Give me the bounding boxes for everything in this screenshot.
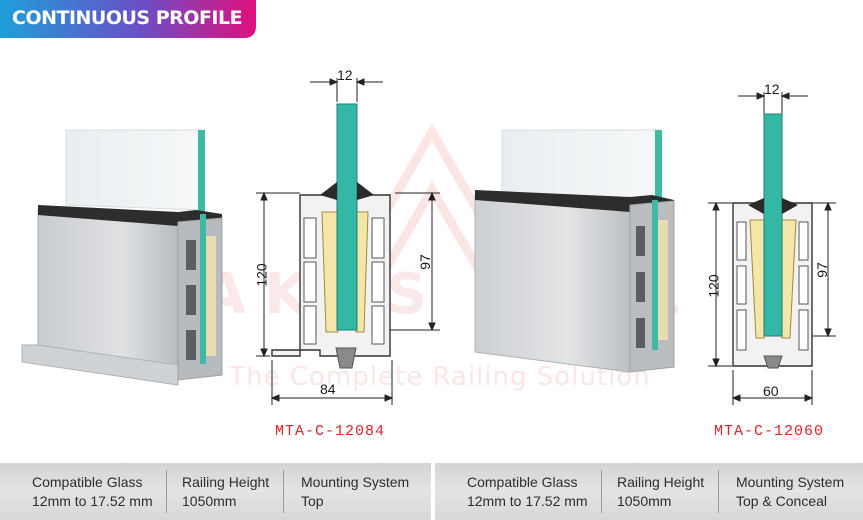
dim-base-width-2: 60: [763, 383, 779, 399]
dim-height-2: 120: [705, 274, 722, 298]
spec-group-2: Compatible Glass 12mm to 17.52 mm Railin…: [435, 463, 863, 520]
spec-label: Mounting System: [735, 474, 845, 490]
dim-base-width-1: 84: [320, 381, 336, 397]
spec-railing-height-2: Railing Height 1050mm: [600, 463, 718, 520]
spec-value: Top & Conceal: [735, 493, 828, 509]
dim-glass-width-2: 12: [764, 81, 780, 97]
spec-mounting-2: Mounting System Top & Conceal: [717, 463, 863, 520]
spec-label: Railing Height: [616, 474, 705, 490]
dim-glass-width-1: 12: [337, 67, 353, 83]
spec-group-1: Compatible Glass 12mm to 17.52 mm Railin…: [0, 463, 431, 520]
product-1-render: [21, 129, 223, 386]
spec-compatible-glass-1: Compatible Glass 12mm to 17.52 mm: [0, 463, 166, 520]
watermark-tagline: The Complete Railing Solution: [229, 362, 651, 392]
product-2-section: [708, 92, 836, 405]
spec-value: 12mm to 17.52 mm: [466, 493, 588, 509]
banner-shape: [0, 0, 256, 38]
product-1-section: [256, 78, 440, 405]
page-title: CONTINUOUS PROFILE: [12, 7, 243, 29]
spec-bar: Compatible Glass 12mm to 17.52 mm Railin…: [0, 463, 863, 520]
spec-value: 1050mm: [182, 493, 237, 509]
spec-divider: [431, 463, 435, 520]
model-label-1: MTA-C-12084: [275, 423, 386, 440]
spec-label: Compatible Glass: [32, 474, 143, 490]
spec-value: 12mm to 17.52 mm: [32, 493, 153, 509]
spec-label: Mounting System: [301, 474, 410, 490]
product-2-render: [474, 129, 675, 373]
spec-label: Compatible Glass: [466, 474, 578, 490]
spec-compatible-glass-2: Compatible Glass 12mm to 17.52 mm: [435, 463, 601, 520]
spec-label: Railing Height: [182, 474, 270, 490]
spec-value: Top: [301, 493, 324, 509]
spec-value: 1050mm: [616, 493, 672, 509]
header-banner: CONTINUOUS PROFILE: [0, 0, 256, 38]
spec-railing-height-1: Railing Height 1050mm: [166, 463, 283, 520]
spec-mounting-1: Mounting System Top: [283, 463, 431, 520]
dim-inner-height-2: 97: [813, 262, 830, 278]
model-label-2: MTA-C-12060: [714, 423, 825, 440]
